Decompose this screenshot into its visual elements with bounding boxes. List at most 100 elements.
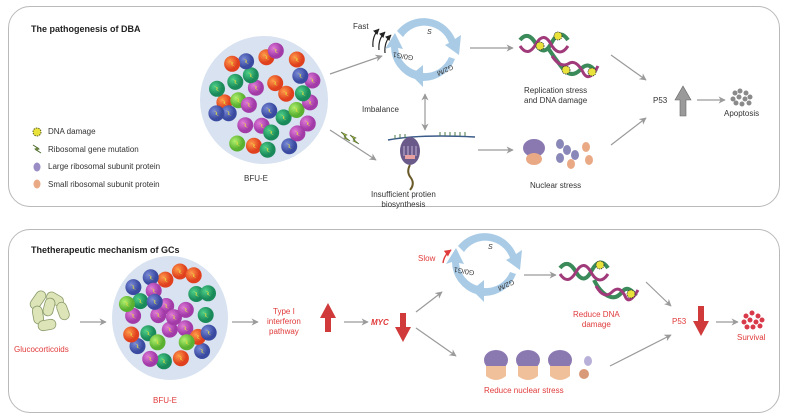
- glucocorticoids-icon: [29, 290, 70, 332]
- mutation-mark: [147, 274, 154, 281]
- mutation-mark: [280, 114, 287, 121]
- outcome-label: Apoptosis: [724, 109, 760, 118]
- bfu-e-cell: [200, 36, 328, 164]
- imbalance-label: Imbalance: [362, 105, 399, 115]
- dna-helix-icon: [518, 31, 600, 79]
- mutation-mark: [307, 99, 314, 106]
- mutation-mark: [245, 101, 252, 108]
- apoptosis-icon: [730, 88, 753, 107]
- mutation-mark: [137, 298, 144, 305]
- ribosome-icon: [387, 132, 476, 191]
- mutation-mark: [214, 85, 221, 92]
- mutation-mark: [147, 355, 154, 362]
- fast-arrows-icon: [372, 28, 392, 54]
- label-line: Type I: [273, 307, 295, 316]
- label-line: Insufficient protien: [371, 190, 436, 199]
- arrow: [415, 291, 443, 313]
- arrow: [610, 117, 647, 146]
- reduced-nuclear-stress-icon: [484, 350, 592, 380]
- mutation-mark: [134, 343, 141, 350]
- survival-icon: [741, 310, 765, 330]
- label-line: Replication stress: [524, 86, 588, 95]
- ribosomal-mutation-icon: [32, 144, 42, 154]
- mutation-mark: [202, 312, 209, 319]
- legend-item-ribosomal-mutation: Ribosomal gene mutation: [30, 141, 160, 159]
- mutation-mark: [130, 284, 137, 291]
- panel-title: Thetherapeutic mechanism of GCs: [31, 245, 180, 255]
- mutation-mark: [235, 97, 242, 104]
- p53-down-arrow-icon: [693, 306, 709, 336]
- reduce-nuclear-label: Reduce nuclear stress: [484, 386, 564, 395]
- small-subunit-icon: [33, 179, 41, 189]
- mutation-mark: [242, 122, 249, 129]
- label-line: pathway: [269, 327, 299, 336]
- p53-up-arrow-icon: [674, 85, 692, 117]
- mutation-mark: [183, 339, 190, 346]
- mutation-mark: [258, 122, 265, 129]
- cell-label: BFU-E: [153, 396, 177, 405]
- mutation-mark: [154, 339, 161, 346]
- mutation-mark: [263, 54, 270, 61]
- legend-label: DNA damage: [48, 127, 96, 137]
- mutation-mark: [151, 298, 158, 305]
- arrow: [645, 281, 672, 307]
- mutation-mark: [130, 312, 137, 319]
- mutation-mark: [252, 84, 259, 91]
- drug-label: Glucocorticoids: [14, 345, 69, 354]
- mutation-mark: [272, 47, 279, 54]
- legend: DNA damage Ribosomal gene mutation Large…: [30, 123, 160, 193]
- ribosomal-mutation-icon: [340, 131, 360, 145]
- mutation-mark: [182, 306, 189, 313]
- mutation-mark: [150, 287, 157, 294]
- mutation-mark: [304, 120, 311, 127]
- dna-damage-icon: [32, 127, 42, 137]
- label-line: interferon: [267, 317, 301, 326]
- mutation-mark: [213, 110, 220, 117]
- mutation-mark: [266, 107, 273, 114]
- mutation-mark: [225, 110, 232, 117]
- panel-title: The pathogenesis of DBA: [31, 24, 141, 34]
- mutation-mark: [286, 143, 293, 150]
- legend-label: Large ribosomal subunit protein: [48, 162, 161, 172]
- arrow: [609, 334, 672, 367]
- mutation-mark: [177, 355, 184, 362]
- fast-label: Fast: [353, 22, 369, 31]
- p53-label: P53: [672, 317, 687, 326]
- legend-item-small-subunit: Small ribosomal subunit protein: [30, 176, 160, 194]
- legend-item-large-subunit: Large ribosomal subunit protein: [30, 158, 160, 176]
- nuclear-stress-label: Nuclear stress: [530, 181, 582, 190]
- mutation-mark: [145, 330, 152, 337]
- pathway-label: Type I interferon pathway: [267, 307, 301, 337]
- mutation-mark: [299, 90, 306, 97]
- reduce-dna-label: Reduce DNA damage: [573, 310, 620, 330]
- mutation-mark: [229, 60, 236, 67]
- mutation-mark: [166, 326, 173, 333]
- cycle-phase-s: S: [427, 29, 432, 36]
- mutation-mark: [160, 358, 167, 365]
- mutation-mark: [182, 325, 189, 332]
- interferon-up-arrow-icon: [320, 303, 336, 332]
- mutation-mark: [205, 329, 212, 336]
- mutation-mark: [293, 56, 300, 63]
- cycle-phase-s: S: [488, 244, 493, 251]
- mutation-mark: [204, 290, 211, 297]
- nuclear-stress-icon: [523, 139, 593, 169]
- label-line: damage: [581, 320, 611, 329]
- legend-label: Small ribosomal subunit protein: [48, 179, 160, 189]
- mutation-mark: [264, 146, 271, 153]
- mutation-mark: [163, 302, 170, 309]
- mutation-mark: [283, 90, 290, 97]
- mutation-mark: [309, 77, 316, 84]
- mutation-mark: [155, 312, 162, 319]
- mutation-mark: [234, 140, 241, 147]
- legend-item-dna-damage: DNA damage: [30, 123, 160, 141]
- dna-helix-icon: [558, 260, 640, 302]
- mutation-mark: [272, 80, 279, 87]
- cell-cycle-icon: [446, 233, 522, 302]
- mutation-mark: [190, 272, 197, 279]
- mutation-mark: [199, 348, 206, 355]
- p53-label: P53: [653, 96, 668, 105]
- slow-arrow-icon: [442, 249, 452, 264]
- mutation-mark: [243, 58, 250, 65]
